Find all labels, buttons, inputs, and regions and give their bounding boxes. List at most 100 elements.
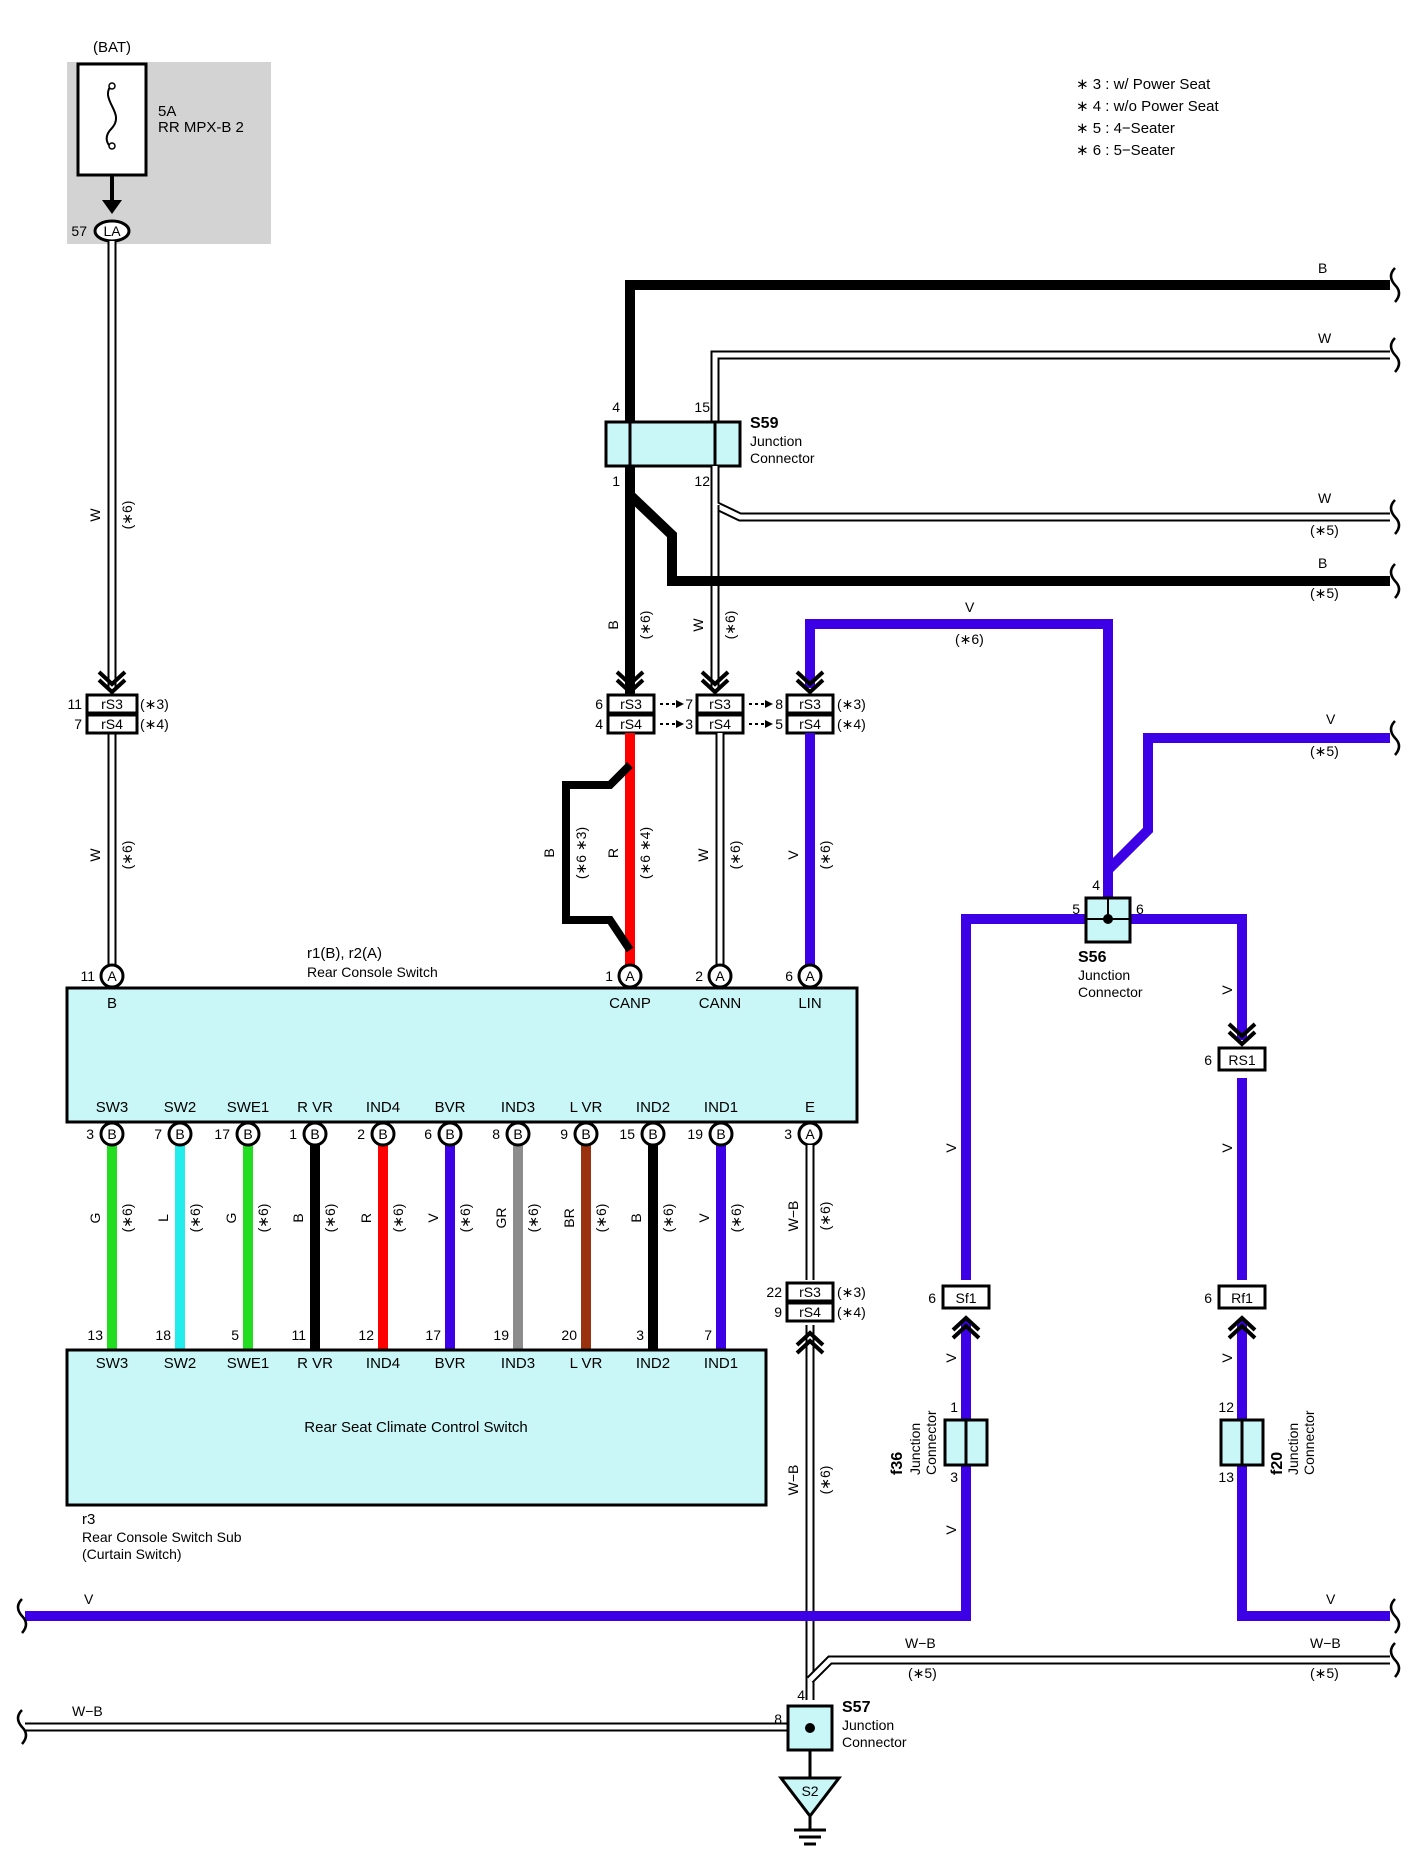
svg-text:2: 2 xyxy=(695,968,703,984)
svg-text:B: B xyxy=(581,1126,590,1142)
wire-break-symbols xyxy=(16,267,1401,1745)
svg-text:SW3: SW3 xyxy=(96,1099,129,1116)
svg-text:6: 6 xyxy=(424,1126,432,1142)
svg-text:3: 3 xyxy=(685,716,693,732)
svg-text:1: 1 xyxy=(289,1126,297,1142)
svg-text:1: 1 xyxy=(612,473,620,489)
svg-text:9: 9 xyxy=(774,1304,782,1320)
svg-text:Junction: Junction xyxy=(907,1423,923,1475)
svg-text:V: V xyxy=(425,1213,441,1223)
svg-text:(∗6): (∗6) xyxy=(955,631,984,647)
svg-text:B: B xyxy=(310,1126,319,1142)
svg-text:S2: S2 xyxy=(801,1783,818,1799)
svg-text:9: 9 xyxy=(560,1126,568,1142)
note-6: ∗ 6 : 5−Seater xyxy=(1076,142,1175,159)
svg-text:rS3: rS3 xyxy=(799,1284,821,1300)
svg-text:Connector: Connector xyxy=(1078,984,1143,1000)
svg-text:6: 6 xyxy=(1136,901,1144,917)
svg-text:GR: GR xyxy=(493,1208,509,1229)
svg-text:(∗6): (∗6) xyxy=(728,1204,744,1233)
svg-text:(∗6): (∗6) xyxy=(660,1204,676,1233)
wire-w-battery: W (∗6) W (∗6) xyxy=(87,241,135,968)
svg-text:(∗6): (∗6) xyxy=(390,1204,406,1233)
svg-text:IND1: IND1 xyxy=(704,1355,738,1372)
svg-text:(Curtain Switch): (Curtain Switch) xyxy=(82,1546,182,1562)
svg-text:V: V xyxy=(1326,711,1336,727)
svg-text:IND3: IND3 xyxy=(501,1099,535,1116)
svg-text:L: L xyxy=(155,1214,171,1222)
svg-text:B: B xyxy=(378,1126,387,1142)
svg-text:Connector: Connector xyxy=(923,1410,939,1475)
svg-text:rS4: rS4 xyxy=(101,716,123,732)
wire-wb-right: W−B (∗5) W−B (∗5) xyxy=(806,1635,1390,1684)
svg-text:G: G xyxy=(87,1213,103,1224)
svg-text:12: 12 xyxy=(694,473,710,489)
svg-text:V: V xyxy=(943,1353,959,1363)
svg-text:V: V xyxy=(785,850,801,860)
note-5: ∗ 5 : 4−Seater xyxy=(1076,120,1175,137)
svg-text:W: W xyxy=(87,848,103,862)
wires-switch-to-climate: G (∗6) L (∗6) G (∗6) B (∗6) R (∗6) V (∗6… xyxy=(87,1145,744,1350)
svg-text:B: B xyxy=(1318,260,1327,276)
svg-text:Junction: Junction xyxy=(1285,1423,1301,1475)
svg-text:13: 13 xyxy=(87,1327,103,1343)
svg-text:6: 6 xyxy=(1204,1290,1212,1306)
svg-text:W−B: W−B xyxy=(1310,1635,1341,1651)
svg-text:R: R xyxy=(358,1213,374,1223)
fuse-name: RR MPX-B 2 xyxy=(158,119,244,136)
svg-text:B: B xyxy=(605,620,621,629)
connector-rs1: RS1 6 xyxy=(1204,1046,1267,1072)
svg-text:SW3: SW3 xyxy=(96,1355,129,1372)
svg-text:3: 3 xyxy=(950,1469,958,1485)
svg-text:(∗6): (∗6) xyxy=(457,1204,473,1233)
svg-text:A: A xyxy=(805,968,815,984)
svg-text:BR: BR xyxy=(561,1208,577,1227)
svg-text:rS4: rS4 xyxy=(799,1304,821,1320)
wire-b-s59-branch: B (∗5) B (∗6) xyxy=(605,466,1390,688)
svg-text:B: B xyxy=(716,1126,725,1142)
connector-sf1: Sf1 6 xyxy=(928,1284,991,1310)
fuse-source: (BAT) xyxy=(93,39,131,56)
svg-text:11: 11 xyxy=(67,696,82,712)
svg-text:SW2: SW2 xyxy=(164,1099,197,1116)
svg-text:B: B xyxy=(628,1213,644,1222)
svg-text:B: B xyxy=(445,1126,454,1142)
svg-text:B: B xyxy=(541,848,557,857)
svg-text:rS3: rS3 xyxy=(620,696,642,712)
svg-text:rS4: rS4 xyxy=(799,716,821,732)
svg-text:R: R xyxy=(605,848,621,858)
notes-legend: ∗ 3 : w/ Power Seat ∗ 4 : w/o Power Seat… xyxy=(1076,76,1219,159)
svg-text:RS1: RS1 xyxy=(1228,1052,1255,1068)
svg-text:17: 17 xyxy=(425,1327,441,1343)
svg-text:CANN: CANN xyxy=(699,995,742,1012)
svg-text:L VR: L VR xyxy=(570,1099,603,1116)
svg-text:V: V xyxy=(84,1591,94,1607)
svg-text:4: 4 xyxy=(595,716,603,732)
wire-b-top: B xyxy=(625,260,1390,695)
ground-s2: S2 xyxy=(777,1750,843,1846)
svg-text:V: V xyxy=(943,1143,959,1153)
svg-text:(∗6): (∗6) xyxy=(322,1204,338,1233)
svg-text:17: 17 xyxy=(214,1126,230,1142)
svg-text:(∗6): (∗6) xyxy=(187,1204,203,1233)
svg-text:(∗3): (∗3) xyxy=(837,696,866,712)
svg-text:12: 12 xyxy=(1218,1399,1234,1415)
svg-text:rS3: rS3 xyxy=(709,696,731,712)
svg-text:1: 1 xyxy=(605,968,613,984)
wire-v-lin-lower: V (∗6) xyxy=(785,733,833,968)
svg-text:rS4: rS4 xyxy=(620,716,642,732)
svg-text:6: 6 xyxy=(595,696,603,712)
svg-text:BVR: BVR xyxy=(435,1099,466,1116)
wire-w-s59-branch: W (∗5) W (∗6) xyxy=(690,466,1390,688)
svg-text:L VR: L VR xyxy=(570,1355,603,1372)
svg-text:A: A xyxy=(107,968,117,984)
svg-text:4: 4 xyxy=(1092,877,1100,893)
svg-text:W−B: W−B xyxy=(785,1465,801,1496)
svg-text:B: B xyxy=(107,1126,116,1142)
svg-text:B: B xyxy=(1318,555,1327,571)
junction-f36: 1 3 f36 Junction Connector xyxy=(889,1399,989,1485)
junction-f20: 12 13 f20 Junction Connector xyxy=(1218,1399,1317,1485)
svg-text:IND2: IND2 xyxy=(636,1099,670,1116)
svg-text:W: W xyxy=(1318,330,1332,346)
svg-text:BVR: BVR xyxy=(435,1355,466,1372)
